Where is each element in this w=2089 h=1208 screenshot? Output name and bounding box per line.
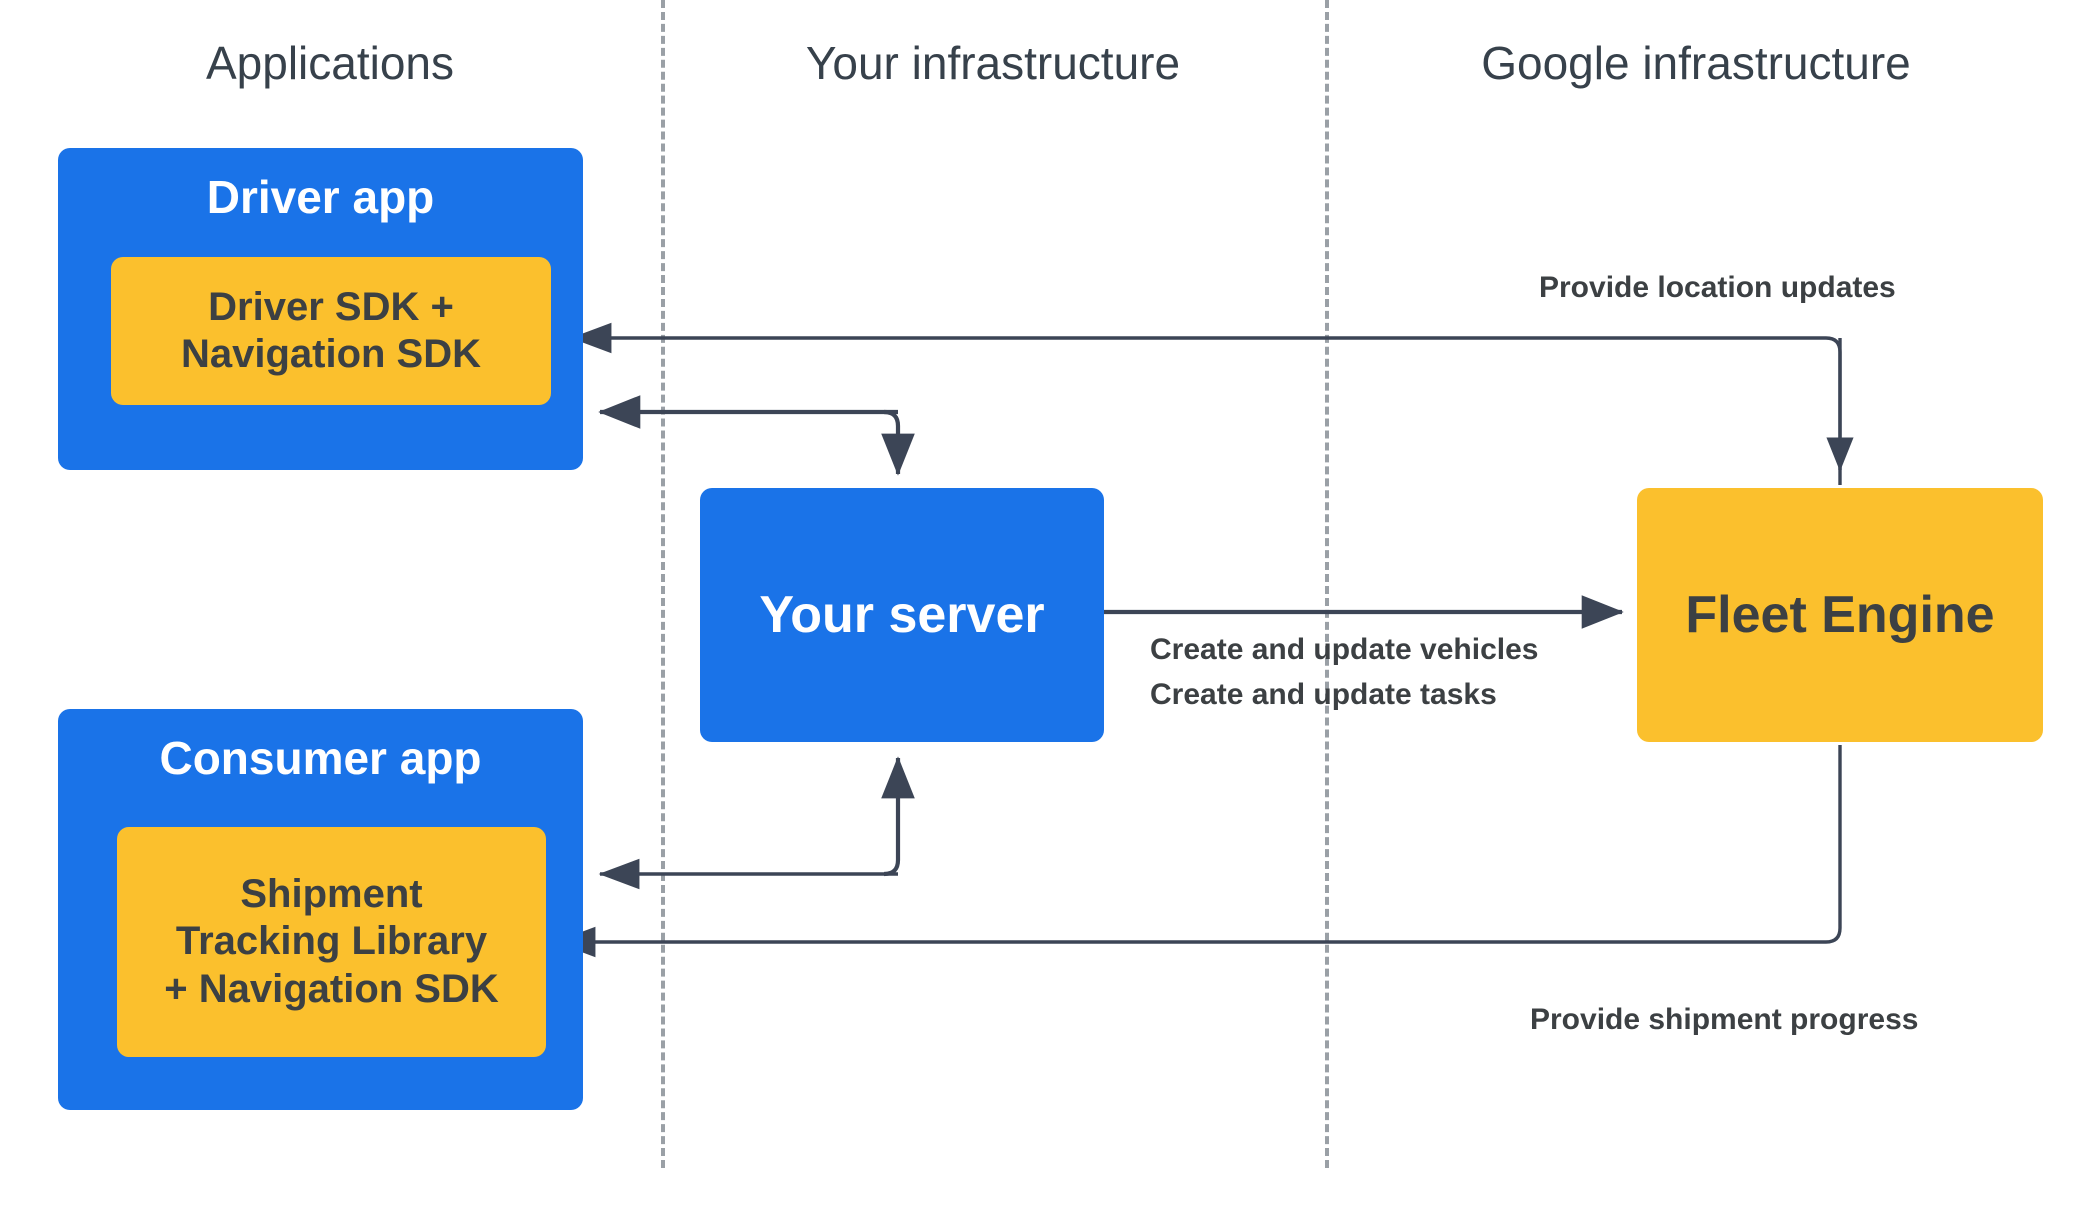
column-divider-right [1325, 0, 1329, 1168]
fleet-engine-title: Fleet Engine [1685, 586, 1995, 644]
column-divider-left [661, 0, 665, 1168]
consumer-sdk-line-1: Shipment [240, 872, 423, 917]
consumer-sdk-label: Shipment Tracking Library + Navigation S… [154, 871, 509, 1013]
connector-label-location-updates: Provide location updates [1539, 271, 1896, 304]
your-server-title: Your server [759, 586, 1045, 644]
column-header-applications: Applications [205, 37, 455, 89]
driver-sdk-label: Driver SDK + Navigation SDK [171, 284, 491, 378]
consumer-sdk-line-2: Tracking Library [175, 919, 488, 964]
consumer-sdk-line-3: + Navigation SDK [164, 966, 499, 1011]
node-fleet-engine[interactable]: Fleet Engine [1637, 488, 2043, 742]
connector-location-updates [570, 322, 1854, 485]
driver-sdk-line-2: Navigation SDK [180, 332, 482, 376]
connector-server-to-driver [598, 395, 915, 476]
connector-label-create-tasks: Create and update tasks [1150, 678, 1497, 711]
column-header-google-infrastructure: Google infrastructure [1481, 37, 1911, 89]
connector-label-shipment-progress: Provide shipment progress [1530, 1003, 1919, 1036]
node-your-server[interactable]: Your server [700, 488, 1104, 742]
connector-server-to-consumer [598, 756, 915, 890]
node-driver-sdk[interactable]: Driver SDK + Navigation SDK [111, 257, 551, 405]
consumer-app-title: Consumer app [159, 732, 482, 784]
node-consumer-sdk[interactable]: Shipment Tracking Library + Navigation S… [117, 827, 546, 1057]
column-header-your-infrastructure: Your infrastructure [805, 37, 1181, 89]
driver-sdk-line-1: Driver SDK + [208, 284, 454, 329]
driver-app-title: Driver app [206, 171, 435, 223]
connector-label-create-vehicles: Create and update vehicles [1150, 633, 1539, 666]
connector-shipment-progress [554, 745, 1842, 958]
